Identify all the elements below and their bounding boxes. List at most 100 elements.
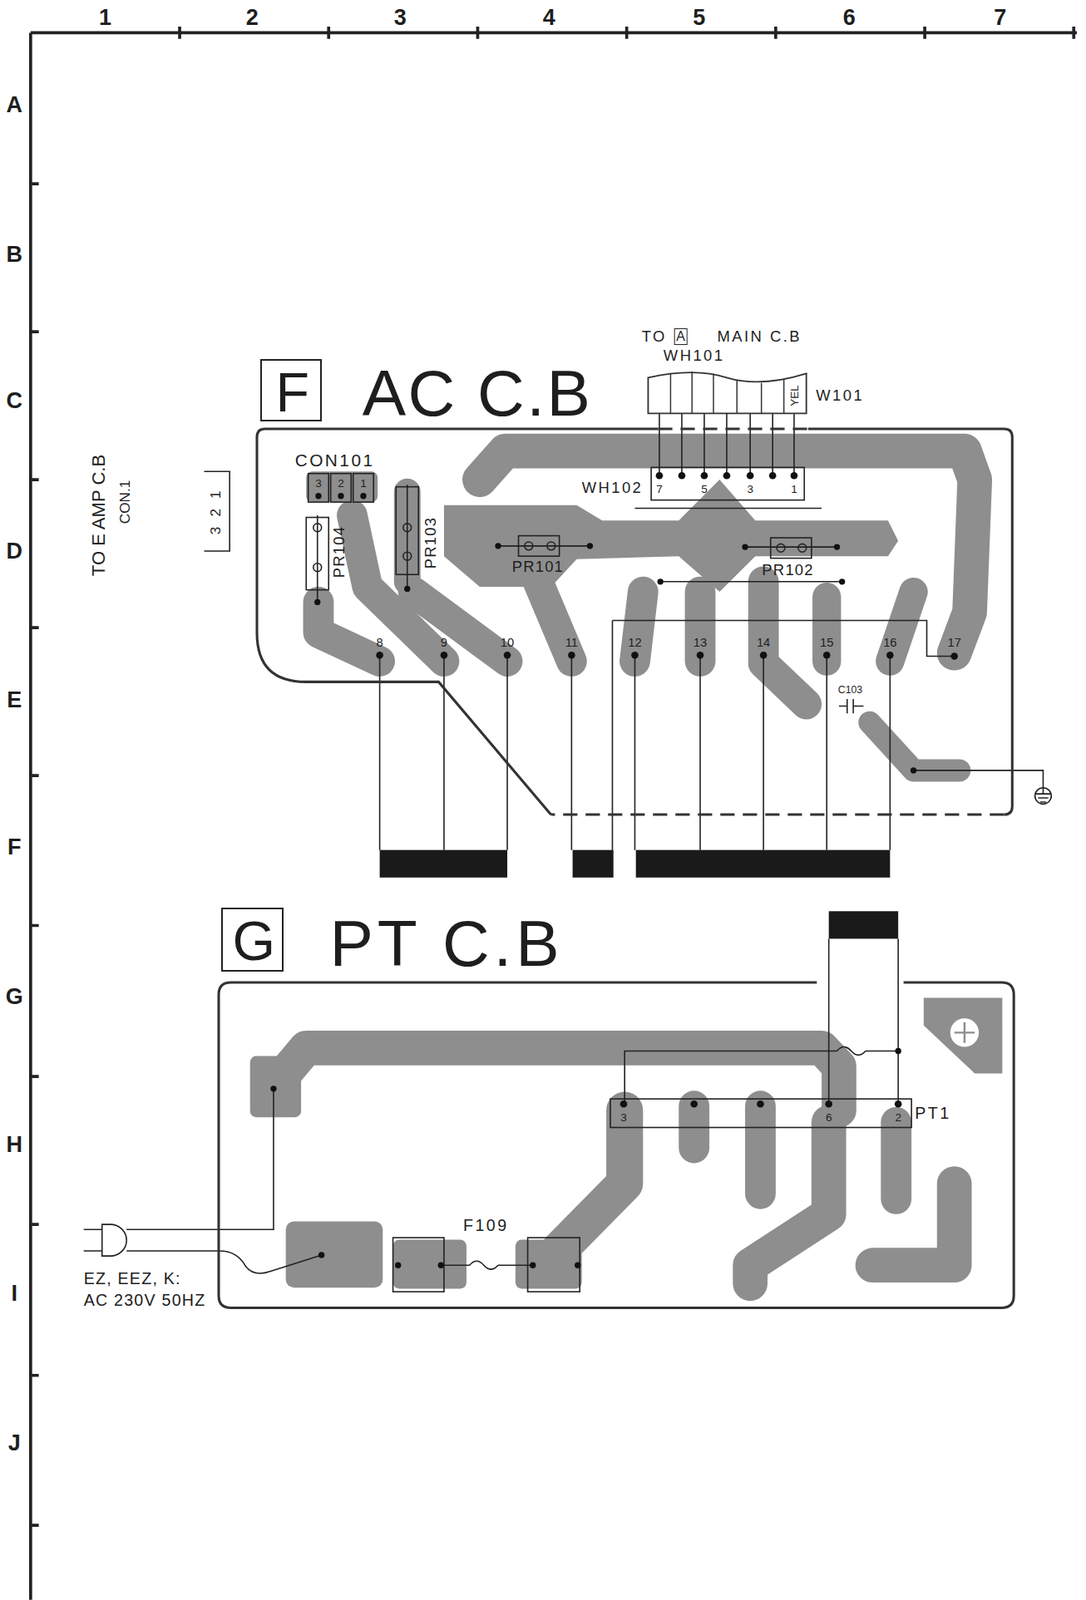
solder-pad — [834, 543, 840, 550]
part-outline — [395, 487, 419, 576]
solder-pad — [440, 651, 449, 660]
wire-line — [839, 699, 864, 714]
ground-symbol — [1035, 788, 1052, 805]
wire-line — [440, 1261, 533, 1270]
solder-pad — [824, 1100, 833, 1109]
black-connector — [636, 850, 891, 879]
wire-line — [913, 770, 1044, 789]
mains-note: EZ, EEZ, K: — [83, 1271, 182, 1289]
copper-trace — [869, 722, 960, 771]
harness-name: WH101 — [663, 348, 726, 364]
ruler-letter: D — [5, 539, 23, 563]
note-text: MAIN C.B — [717, 329, 802, 345]
part-outline — [651, 467, 805, 500]
solder-pad — [769, 472, 777, 480]
pad-number: 16 — [883, 636, 897, 650]
board-title: PT C.B — [329, 911, 563, 978]
solder-pad — [690, 1100, 698, 1109]
ruler-letter: F — [7, 835, 22, 859]
wire-line — [83, 1229, 103, 1252]
solder-pad — [656, 578, 663, 585]
solder-pad — [894, 1048, 901, 1055]
solder-pad — [270, 1086, 277, 1092]
copper-trace — [880, 1122, 912, 1200]
part-outline — [403, 523, 412, 533]
part-outline — [776, 543, 785, 553]
connector-name: WH102 — [582, 480, 644, 496]
solder-pad — [950, 652, 958, 661]
wire-colour: YEL — [789, 385, 801, 407]
copper-trace — [273, 451, 975, 1285]
wire-line — [659, 413, 795, 476]
wire-name: W101 — [815, 388, 864, 404]
solder-pad — [567, 651, 576, 660]
pin-number: 3 — [315, 478, 322, 490]
solder-pad — [360, 493, 366, 499]
part-outline — [518, 536, 560, 558]
ruler — [30, 183, 40, 1526]
board-letter-box: F — [260, 359, 322, 422]
copper-trace — [812, 597, 841, 662]
copper-area — [444, 479, 899, 593]
solder-pad — [587, 543, 593, 549]
part-outline — [353, 473, 375, 503]
ground-symbol — [1035, 788, 1052, 805]
ruler-number: 7 — [993, 5, 1007, 29]
ruler-letter: B — [5, 242, 23, 266]
part-outline — [306, 517, 329, 590]
solder-pad — [404, 586, 410, 593]
part-name: C103 — [838, 685, 863, 696]
copper-trace — [750, 1122, 830, 1284]
wire-harness — [647, 372, 806, 414]
ruler-letter: I — [10, 1283, 18, 1306]
solder-pad — [790, 472, 799, 480]
wire-harness — [647, 371, 806, 414]
wire-line — [126, 1251, 321, 1274]
solder-pad — [656, 472, 664, 480]
solder-pad — [823, 651, 831, 660]
handwritten-note: CON.1 — [118, 480, 133, 524]
solder-pad — [756, 1100, 765, 1109]
copper-trace — [872, 1184, 954, 1266]
pad-number: 10 — [500, 636, 514, 650]
solder-pad — [746, 472, 755, 480]
part-outline — [308, 473, 330, 503]
copper-area — [306, 471, 378, 503]
connector-name: CON101 — [295, 451, 376, 469]
solder-pad — [529, 1263, 536, 1269]
note-text: TO — [641, 329, 667, 345]
wire-line — [102, 1224, 127, 1257]
board-edge — [256, 429, 1012, 815]
solder-pad — [839, 578, 845, 585]
board-edge — [218, 982, 1014, 1309]
board-outline — [218, 982, 1014, 1309]
circuit-board: PT C.B — [218, 982, 1014, 1309]
wire-harness — [670, 371, 784, 414]
solder-pad — [696, 651, 705, 660]
pin-number: 3 — [620, 1113, 627, 1126]
ruler-letter: G — [5, 986, 24, 1009]
pad-number: 15 — [819, 636, 834, 650]
ruler-number: 4 — [543, 5, 556, 29]
pin-number: 3 — [746, 483, 754, 496]
copper-area — [393, 1240, 467, 1290]
solder-pad — [894, 1100, 903, 1109]
part-outline — [403, 552, 412, 561]
pad-number: 8 — [376, 636, 384, 650]
part-name: PR103 — [423, 517, 439, 569]
wire-harness: WH101YEL — [647, 375, 806, 414]
solder-pad — [620, 1100, 628, 1109]
solder-pad — [678, 472, 687, 480]
wire-line — [634, 508, 842, 582]
solder-pad — [375, 651, 384, 660]
part-outline — [306, 467, 912, 1293]
copper-area — [923, 998, 1003, 1075]
part-name: PR104 — [330, 526, 346, 578]
wire-line — [612, 620, 954, 850]
solder-pad — [886, 651, 894, 660]
part-name: PR101 — [512, 559, 564, 575]
board-title: AC C.B — [362, 360, 593, 426]
board-letter: F — [276, 365, 310, 420]
board-edge-dashed — [551, 429, 1005, 815]
